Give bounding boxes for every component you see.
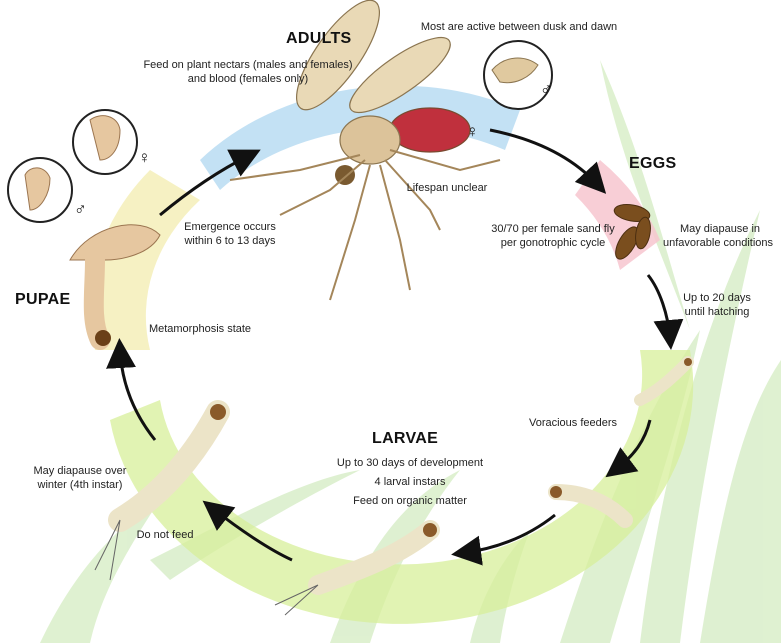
arrow-larva-1-to-2 xyxy=(605,419,652,478)
eggs-cluster xyxy=(613,204,651,260)
larvae-band xyxy=(110,350,694,624)
adults-feed-line1: Feed on plant nectars (males and females… xyxy=(143,59,353,71)
arrow-eggs-to-larvae xyxy=(646,274,684,350)
eggs-title: EGGS xyxy=(629,155,677,172)
larvae-no-feed: Do not feed xyxy=(136,529,194,541)
arrow-pupae-to-adults xyxy=(159,149,261,217)
male-symbol-adult: ♂ xyxy=(540,80,553,99)
adults-feed-line2: and blood (females only) xyxy=(187,73,309,85)
arrow-larva-2-to-3 xyxy=(451,513,556,566)
larvae-line2: 4 larval instars xyxy=(374,476,446,488)
eggs-diapause-line1: May diapause in xyxy=(679,223,761,235)
eggs-count-line2: per gonotrophic cycle xyxy=(500,237,606,249)
adults-title: ADULTS xyxy=(286,30,352,47)
female-symbol-pupa: ♀ xyxy=(138,148,151,167)
adult-sand-fly xyxy=(229,0,501,301)
adult-male-detail xyxy=(483,40,553,110)
pupae-title: PUPAE xyxy=(15,291,71,308)
female-symbol-adult: ♀ xyxy=(466,122,479,141)
adults-lifespan: Lifespan unclear xyxy=(406,182,488,194)
pupae-metamorphosis: Metamorphosis state xyxy=(148,323,252,335)
eggs-count-line1: 30/70 per female sand fly xyxy=(491,223,615,235)
larvae-diapause-line2: winter (4th instar) xyxy=(37,479,123,491)
pupae-emergence-line2: within 6 to 13 days xyxy=(184,235,276,247)
male-symbol-pupa: ♂ xyxy=(74,200,87,219)
pupae-emergence-line1: Emergence occurs xyxy=(184,221,276,233)
larvae-diapause-line1: May diapause over xyxy=(33,465,127,477)
arrow-adults-to-eggs xyxy=(489,128,607,194)
pupa-female-detail xyxy=(72,109,138,175)
eggs-diapause-line2: unfavorable conditions xyxy=(662,237,774,249)
eggs-hatch-line2: until hatching xyxy=(684,306,750,318)
pupae-band xyxy=(90,170,200,350)
larvae-title: LARVAE xyxy=(372,430,439,447)
arrow-larvae-to-pupae xyxy=(106,338,157,441)
larva-3 xyxy=(274,520,440,616)
arrow-larva-3-to-4 xyxy=(202,500,293,562)
larva-1 xyxy=(634,356,694,406)
larvae-voracious: Voracious feeders xyxy=(528,417,618,429)
larvae-line1: Up to 30 days of development xyxy=(336,457,484,469)
larva-2 xyxy=(548,484,633,528)
pupa xyxy=(69,224,161,350)
larvae-line3: Feed on organic matter xyxy=(353,495,467,507)
adults-activity-note: Most are active between dusk and dawn xyxy=(420,21,618,33)
pupa-male-detail xyxy=(7,157,73,223)
eggs-hatch-line1: Up to 20 days xyxy=(683,292,751,304)
larva-4 xyxy=(94,400,230,581)
